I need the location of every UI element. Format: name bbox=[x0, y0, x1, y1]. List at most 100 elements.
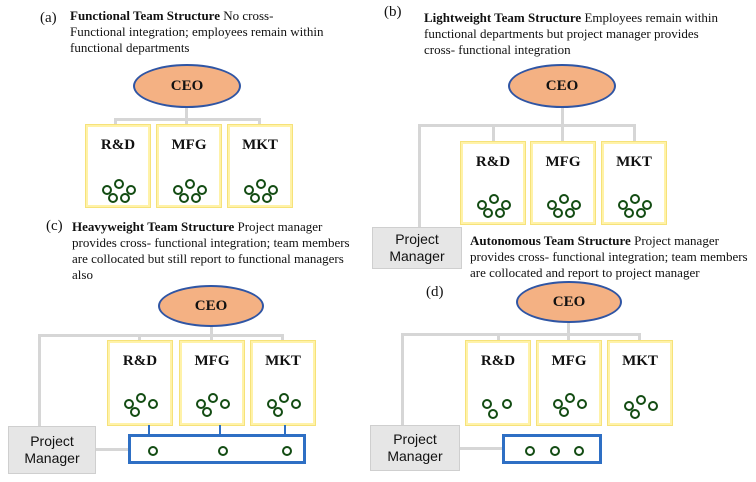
team-member-dot bbox=[571, 200, 581, 210]
dept-mfg-c-label: MFG bbox=[194, 353, 230, 369]
project-manager-d-line1: Project bbox=[393, 431, 437, 447]
team-member-dot bbox=[630, 194, 640, 204]
dept-rd-c: R&D bbox=[107, 340, 173, 426]
team-member-dot bbox=[148, 446, 158, 456]
team-member-dot bbox=[279, 393, 289, 403]
team-member-dot bbox=[618, 200, 628, 210]
project-manager-b-line2: Manager bbox=[389, 248, 445, 264]
connector-d-pm-team bbox=[460, 447, 505, 450]
dept-mkt-c-label: MKT bbox=[265, 353, 301, 369]
dept-rd-b-label: R&D bbox=[475, 154, 511, 170]
dept-mkt-b-label: MKT bbox=[616, 154, 652, 170]
team-member-dot bbox=[282, 446, 292, 456]
team-member-dot bbox=[179, 193, 189, 203]
dept-mkt-a: MKT bbox=[227, 124, 293, 208]
team-member-dot bbox=[250, 193, 260, 203]
connector-d-vertical bbox=[567, 323, 570, 335]
project-manager-c-line1: Project bbox=[30, 433, 74, 449]
panel-b-title: Lightweight Team Structure bbox=[424, 10, 582, 25]
team-member-dot bbox=[114, 179, 124, 189]
panel-d-caption: Autonomous Team Structure Project manage… bbox=[470, 233, 756, 281]
project-manager-b-line1: Project bbox=[395, 231, 439, 247]
team-member-dot bbox=[267, 399, 277, 409]
team-member-dot bbox=[291, 399, 301, 409]
dept-mfg-d: MFG bbox=[536, 340, 602, 426]
panel-d-title: Autonomous Team Structure bbox=[470, 233, 631, 248]
team-member-dot bbox=[577, 399, 587, 409]
team-member-dot bbox=[636, 208, 646, 218]
team-member-dot bbox=[642, 200, 652, 210]
panel-b-description: Employees remain within functional depar… bbox=[424, 10, 719, 57]
connector-d-mfg bbox=[567, 333, 570, 342]
team-link-c-rd bbox=[148, 425, 150, 435]
panel-c-description: Project manager provides cross- function… bbox=[72, 219, 350, 282]
panel-a-description: No cross- Functional integration; employ… bbox=[70, 8, 324, 55]
team-member-dot bbox=[553, 399, 563, 409]
panel-a-letter: (a) bbox=[40, 10, 57, 26]
project-manager-d-line2: Manager bbox=[387, 448, 443, 464]
team-member-dot bbox=[273, 407, 283, 417]
dept-mfg-b: MFG bbox=[530, 141, 596, 225]
team-member-dot bbox=[108, 193, 118, 203]
team-member-dot bbox=[262, 193, 272, 203]
team-member-dot bbox=[502, 399, 512, 409]
connector-b-mfg bbox=[561, 124, 564, 142]
team-member-dot bbox=[197, 185, 207, 195]
team-member-dot bbox=[196, 399, 206, 409]
ceo-node-c: CEO bbox=[158, 285, 264, 327]
dept-mfg-a-label: MFG bbox=[171, 137, 207, 153]
team-link-c-mkt bbox=[284, 425, 286, 435]
team-member-dot bbox=[124, 399, 134, 409]
connector-c-horizontal bbox=[38, 334, 284, 337]
connector-b-pm bbox=[418, 124, 421, 228]
team-member-dot bbox=[550, 446, 560, 456]
dept-rd-a: R&D bbox=[85, 124, 151, 208]
team-member-dot bbox=[488, 409, 498, 419]
team-member-dot bbox=[559, 407, 569, 417]
team-member-dot bbox=[126, 185, 136, 195]
panel-a-caption: Functional Team Structure No cross- Func… bbox=[70, 8, 330, 56]
team-member-dot bbox=[208, 393, 218, 403]
dept-mkt-d-label: MKT bbox=[622, 353, 658, 369]
team-link-c-mfg bbox=[219, 425, 221, 435]
connector-c-vertical bbox=[210, 327, 213, 336]
team-member-dot bbox=[185, 179, 195, 189]
team-member-dot bbox=[483, 208, 493, 218]
team-member-dot bbox=[482, 399, 492, 409]
connector-b-vertical bbox=[561, 108, 564, 126]
panel-c-caption: Heavyweight Team Structure Project manag… bbox=[72, 219, 362, 283]
team-member-dot bbox=[218, 446, 228, 456]
connector-a-mkt bbox=[258, 118, 261, 126]
connector-d-rd bbox=[497, 333, 500, 342]
team-member-dot bbox=[173, 185, 183, 195]
team-member-dot bbox=[120, 193, 130, 203]
panel-d-description: Project manager provides cross- function… bbox=[470, 233, 748, 280]
team-member-dot bbox=[489, 194, 499, 204]
project-manager-c-line2: Manager bbox=[24, 450, 80, 466]
team-member-dot bbox=[624, 401, 634, 411]
connector-a-rd bbox=[114, 118, 117, 126]
dept-mkt-a-label: MKT bbox=[242, 137, 278, 153]
panel-b-caption: Lightweight Team Structure Employees rem… bbox=[424, 10, 724, 58]
panel-a-title: Functional Team Structure bbox=[70, 8, 220, 23]
connector-d-pm bbox=[401, 333, 404, 425]
team-member-dot bbox=[136, 393, 146, 403]
team-member-dot bbox=[525, 446, 535, 456]
dept-mfg-b-label: MFG bbox=[545, 154, 581, 170]
project-team-d bbox=[502, 434, 602, 464]
dept-rd-d-label: R&D bbox=[480, 353, 516, 369]
ceo-node-b: CEO bbox=[508, 64, 616, 108]
dept-rd-a-label: R&D bbox=[100, 137, 136, 153]
connector-b-horizontal bbox=[418, 124, 636, 127]
ceo-node-a: CEO bbox=[133, 64, 241, 108]
connector-c-rd bbox=[138, 334, 141, 342]
team-member-dot bbox=[630, 409, 640, 419]
ceo-node-d: CEO bbox=[516, 281, 622, 323]
team-member-dot bbox=[220, 399, 230, 409]
dept-mfg-c: MFG bbox=[179, 340, 245, 426]
project-team-c bbox=[128, 434, 306, 464]
team-member-dot bbox=[553, 208, 563, 218]
team-member-dot bbox=[495, 208, 505, 218]
